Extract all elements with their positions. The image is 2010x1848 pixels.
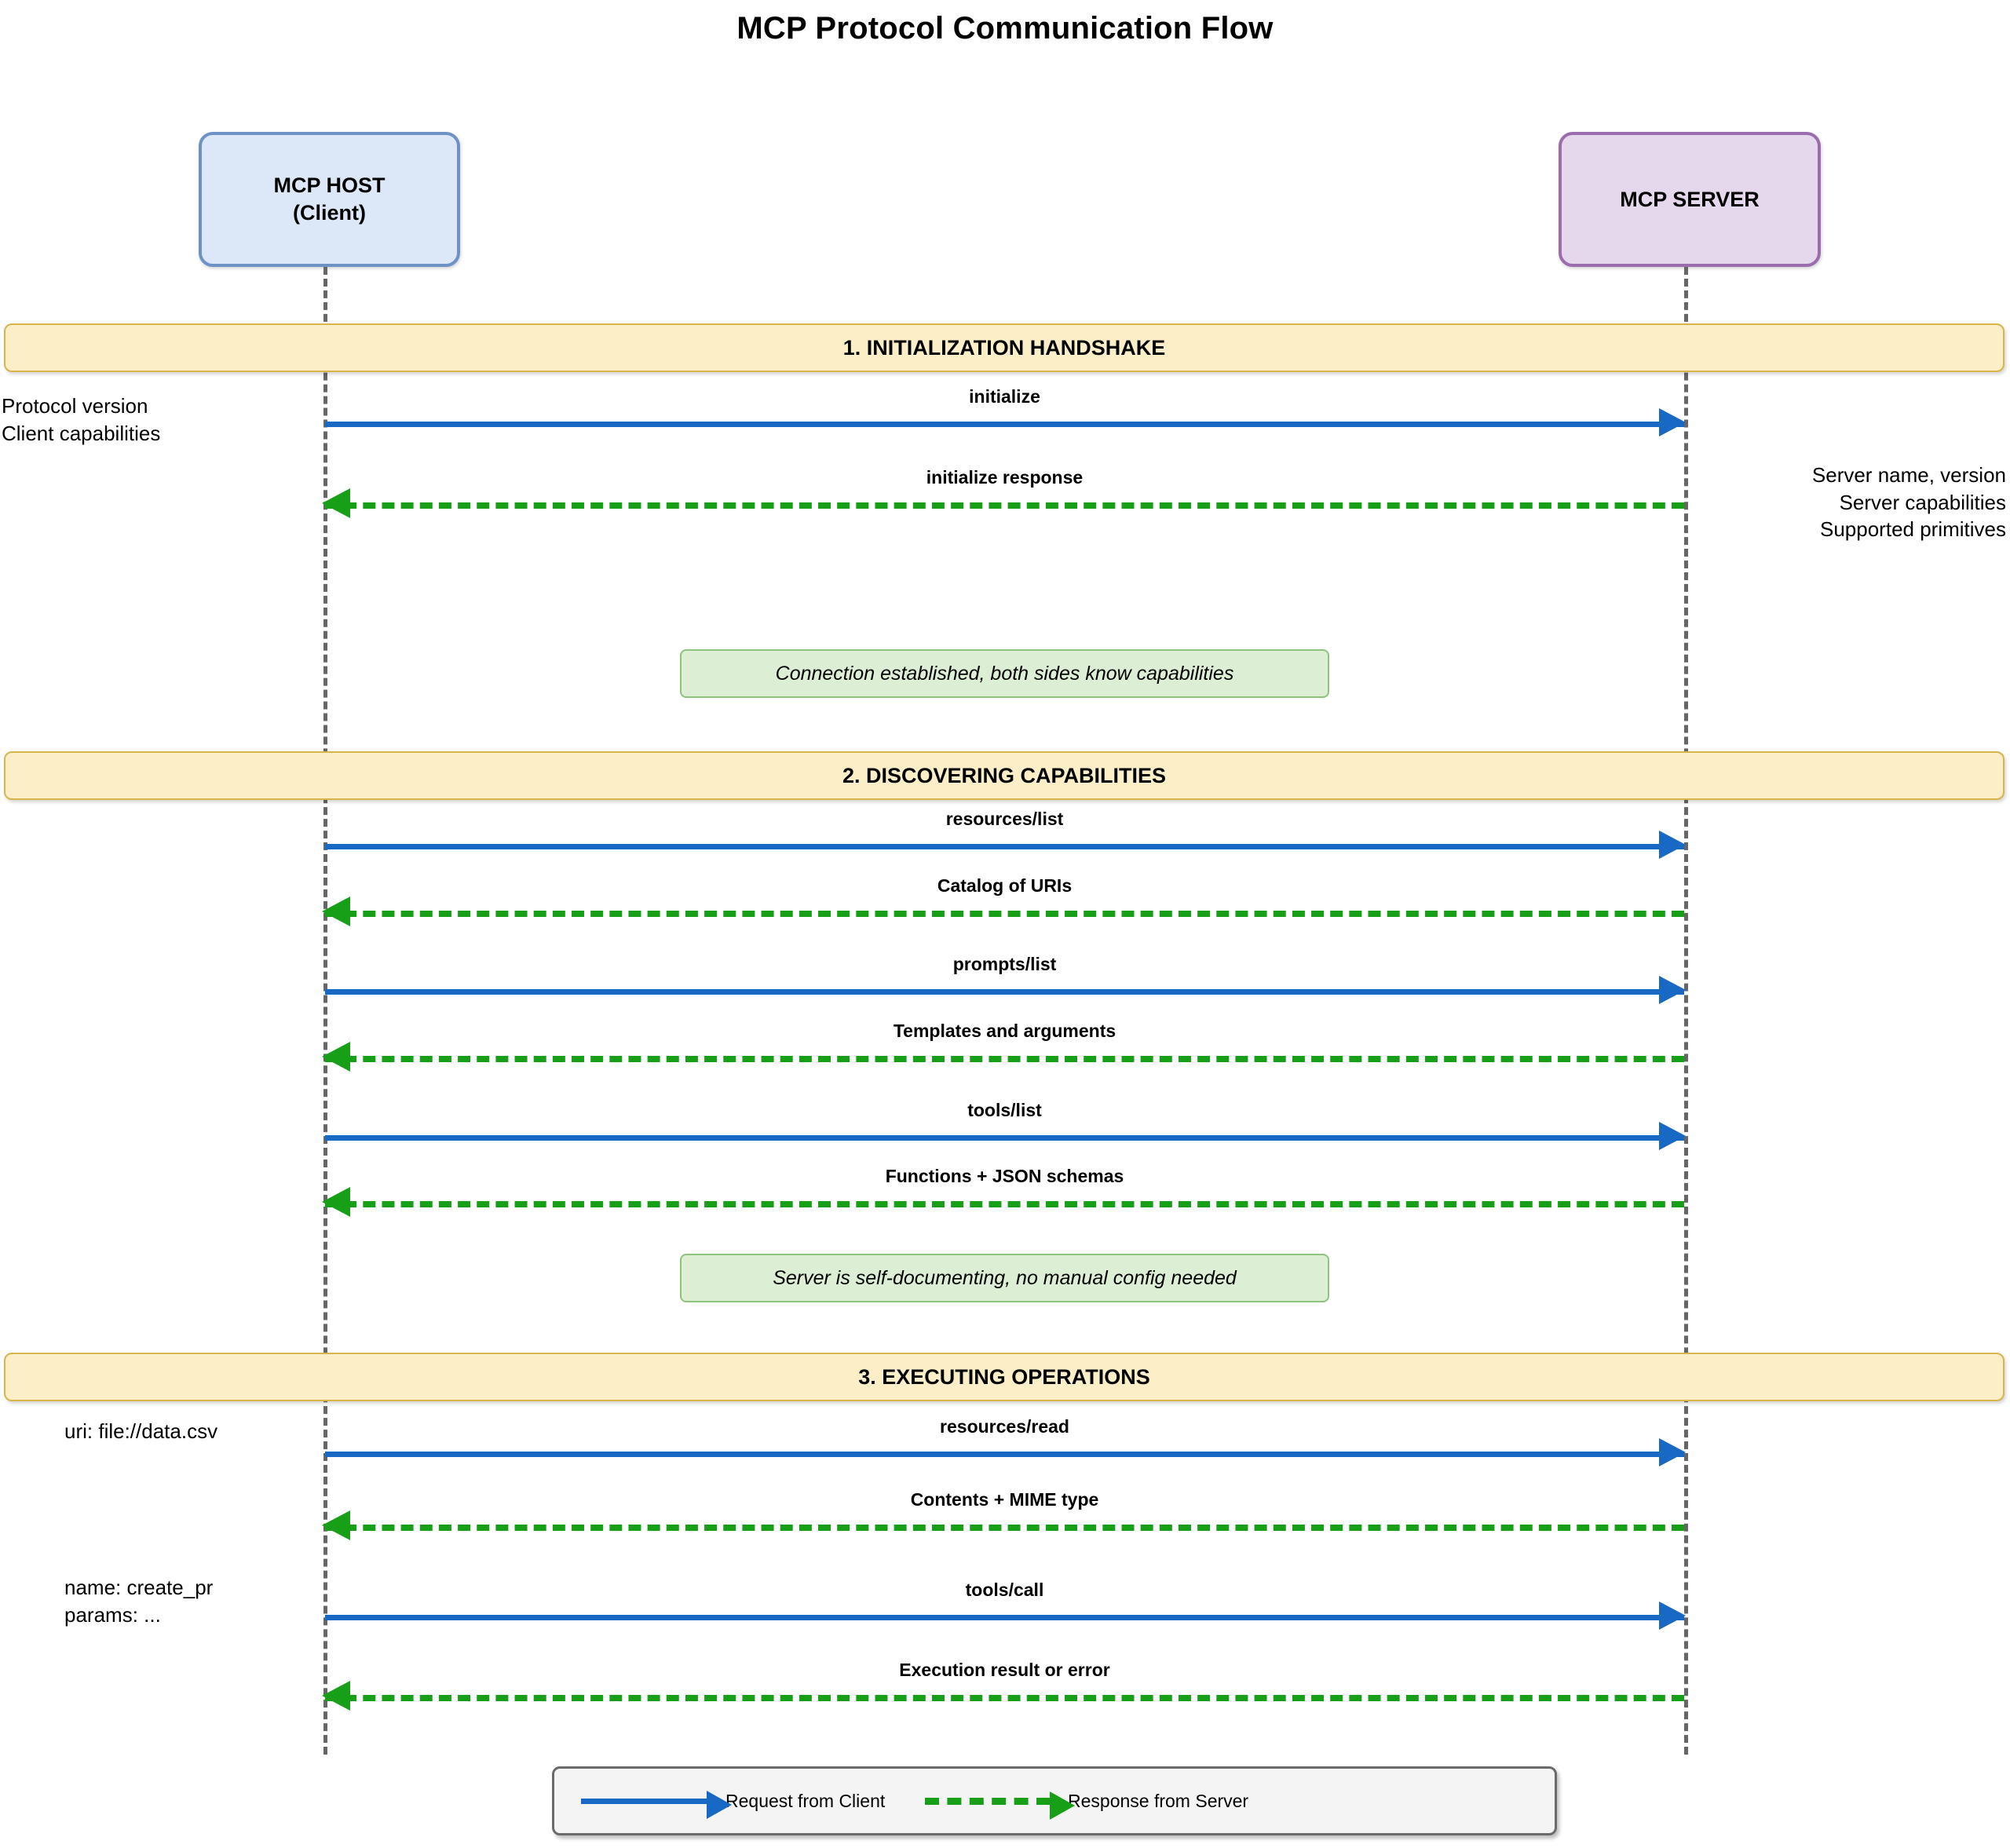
request-arrow-icon <box>581 1790 732 1819</box>
page-title: MCP Protocol Communication Flow <box>736 11 1274 46</box>
lifeline-server <box>1684 267 1688 1755</box>
note-client-init: Protocol version Client capabilities <box>2 394 161 445</box>
message-label: resources/read <box>940 1416 1069 1437</box>
message-label: Execution result or error <box>899 1660 1110 1680</box>
arrow-head-icon <box>322 1681 350 1711</box>
section-banner-initialization: 1. INITIALIZATION HANDSHAKE <box>4 323 2005 372</box>
message-label: prompts/list <box>952 954 1057 974</box>
participant-mcp-host: MCP HOST (Client) <box>199 132 460 267</box>
legend-label-request: Request from Client <box>725 1790 886 1811</box>
arrow-head-icon <box>322 1042 350 1072</box>
note-server-init: Server name, version Server capabilities… <box>1811 463 2006 542</box>
arrow-head-icon <box>322 1187 350 1217</box>
message-line <box>325 1056 1684 1062</box>
message-label: Functions + JSON schemas <box>885 1166 1124 1186</box>
callout-self-documenting: Server is self-documenting, no manual co… <box>680 1254 1329 1302</box>
participant-mcp-server: MCP SERVER <box>1559 132 1821 267</box>
arrow-head-icon <box>1659 1438 1686 1466</box>
message-line <box>325 1615 1684 1620</box>
message-label: Catalog of URIs <box>937 875 1073 896</box>
message-line <box>325 989 1684 995</box>
arrow-head-icon <box>322 1510 350 1540</box>
arrow-head-icon <box>1659 976 1686 1004</box>
response-arrow-icon <box>925 1791 1075 1820</box>
section-banner-executing: 3. EXECUTING OPERATIONS <box>4 1353 2005 1401</box>
message-label: tools/list <box>967 1100 1042 1120</box>
message-line <box>325 1135 1684 1141</box>
participant-mcp-server-line1: MCP SERVER <box>1620 187 1760 211</box>
callout-connection-established: Connection established, both sides know … <box>680 649 1329 698</box>
message-label: Templates and arguments <box>893 1021 1116 1041</box>
note-resources-read: uri: file://data.csv <box>64 1419 218 1443</box>
message-label: Contents + MIME type <box>910 1489 1099 1510</box>
message-label: resources/list <box>945 809 1064 829</box>
message-line <box>325 844 1684 849</box>
lifeline-client <box>323 267 327 1755</box>
section-banner-discovering: 2. DISCOVERING CAPABILITIES <box>4 751 2005 800</box>
message-label: initialize <box>969 386 1040 407</box>
message-line <box>325 911 1684 917</box>
legend-item-response: Response from Server <box>925 1790 1249 1820</box>
legend-item-request: Request from Client <box>581 1790 886 1819</box>
message-label: initialize response <box>926 467 1084 488</box>
legend: Request from Client Response from Server <box>552 1766 1557 1835</box>
participant-mcp-host-line2: (Client) <box>293 201 366 225</box>
arrow-head-icon <box>1659 1122 1686 1150</box>
message-line <box>325 1695 1684 1701</box>
note-tools-call: name: create_pr params: ... <box>64 1576 214 1627</box>
arrow-head-icon <box>1659 408 1686 436</box>
legend-label-response: Response from Server <box>1068 1790 1249 1811</box>
message-line <box>325 1201 1684 1207</box>
message-line <box>325 1525 1684 1531</box>
arrow-head-icon <box>1659 831 1686 859</box>
message-label: tools/call <box>965 1580 1044 1600</box>
participant-mcp-host-line1: MCP HOST <box>273 173 386 198</box>
arrow-head-icon <box>1659 1601 1686 1630</box>
message-line <box>325 1452 1684 1457</box>
arrow-head-icon <box>322 488 350 518</box>
arrow-head-icon <box>322 897 350 926</box>
message-line <box>325 502 1684 509</box>
message-line <box>325 422 1684 427</box>
